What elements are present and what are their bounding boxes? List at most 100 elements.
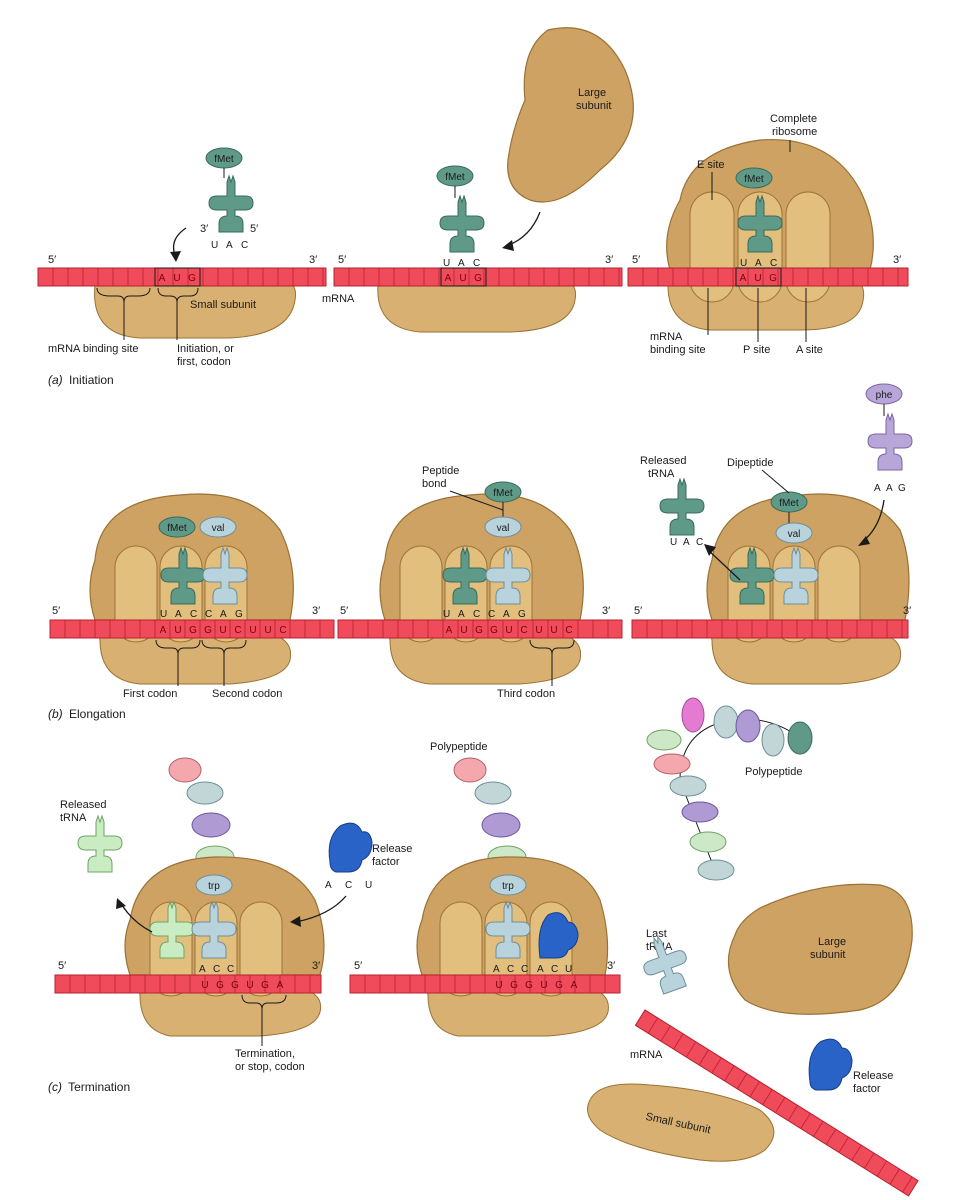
last-trna [634, 929, 697, 999]
five-prime-3: 5′ [632, 254, 640, 266]
anticodon2-base-2: A [458, 258, 465, 269]
svg-text:U: U [495, 980, 502, 991]
polypeptide-c2-aa-2 [474, 781, 512, 805]
mrna-binding-site-label: mRNA binding site [48, 343, 139, 355]
val-label-b1: val [212, 523, 225, 534]
polypeptide-label-free: Polypeptide [745, 766, 803, 778]
mrna-strand-1 [37, 267, 327, 287]
released-trna-label-b-2: tRNA [648, 468, 675, 480]
svg-text:C: C [565, 625, 572, 636]
mrna-strand-3 [627, 267, 909, 287]
codon2-base-1: A [445, 273, 452, 284]
codon-box-3 [735, 267, 782, 287]
small-subunit-released [587, 1083, 775, 1162]
svg-text:G: G [261, 980, 269, 991]
svg-text:C: C [520, 625, 527, 636]
b1-codons: A U G G U C U U C [160, 625, 287, 636]
second-codon-label: Second codon [212, 688, 282, 700]
svg-text:G: G [231, 980, 239, 991]
mrna-diagonal [634, 1009, 919, 1197]
svg-text:U: U [174, 625, 181, 636]
b2-anti-4: C [488, 609, 495, 620]
anticodon2-base-1: U [443, 258, 450, 269]
mrna-segment-divider [902, 1176, 913, 1193]
c2-anti-4: A [537, 964, 544, 975]
caption-a: (a) Initiation [48, 373, 114, 387]
c1-anti-3: C [227, 964, 234, 975]
mrna-segment-divider [838, 1136, 849, 1153]
three-prime-b2: 3′ [602, 605, 610, 617]
last-trna-label-1: Last [646, 928, 667, 940]
b1-anti-3: C [190, 609, 197, 620]
anticodon3-base-2: A [755, 258, 762, 269]
caption-c: (c) Termination [48, 1080, 130, 1094]
polypeptide-c1-aa-1 [168, 757, 202, 783]
fmet-ball-3 [735, 167, 773, 189]
large-subunit-released-label-2: subunit [810, 949, 845, 961]
svg-text:G: G [490, 625, 498, 636]
mrna-segment-divider [749, 1081, 760, 1098]
release-factor-bound [538, 912, 579, 959]
trna-three-prime: 3′ [200, 223, 208, 235]
val-ball-b2 [484, 516, 522, 538]
fmet-ball-b1 [158, 516, 196, 538]
trp-ball-c1-front [195, 874, 233, 896]
mrna-segment-divider [711, 1057, 722, 1074]
initiation-codon-label-2: first, codon [177, 356, 231, 368]
svg-text:G: G [475, 625, 483, 636]
five-prime-b1: 5′ [52, 605, 60, 617]
three-prime-2: 3′ [605, 254, 613, 266]
phe-anti-3: G [898, 483, 906, 494]
mrna-segment-divider [787, 1105, 798, 1121]
three-prime-c2: 3′ [607, 960, 615, 972]
mrna-binding-site-2-line2: binding site [650, 344, 706, 356]
fmet-label-b3: fMet [779, 498, 799, 509]
complete-ribosome-label-1: Complete [770, 113, 817, 125]
mrna-strand-c1 [54, 974, 322, 994]
free-polypeptide [646, 697, 813, 881]
mrna-segment-divider [864, 1152, 875, 1169]
large-subunit-released-label-1: Large [818, 936, 846, 948]
svg-text:G: G [525, 980, 533, 991]
codon3-base-2: U [754, 273, 761, 284]
first-codon-label: First codon [123, 688, 177, 700]
five-prime-1: 5′ [48, 254, 56, 266]
val-ball-b3 [775, 522, 813, 544]
b2-anti-5: A [503, 609, 510, 620]
mrna-binding-site-2-line1: mRNA [650, 331, 683, 343]
polypeptide-c1-aa-2 [186, 781, 224, 805]
phe-anti-1: A [874, 483, 881, 494]
peptide-bond-label-1: Peptide [422, 465, 459, 477]
release-factor-released-label-1: Release [853, 1070, 893, 1082]
anticodon3-base-3: C [770, 258, 777, 269]
svg-text:U: U [219, 625, 226, 636]
mrna-segment-divider [813, 1121, 824, 1137]
c2-anti-5: C [551, 964, 558, 975]
svg-text:U: U [246, 980, 253, 991]
codon3-base-3: G [769, 273, 777, 284]
svg-text:U: U [505, 625, 512, 636]
b1-anti-6: G [235, 609, 243, 620]
svg-text:G: G [510, 980, 518, 991]
fmet-label-2: fMet [445, 172, 465, 183]
released-anti-1: U [670, 537, 677, 548]
three-prime-b1: 3′ [312, 605, 320, 617]
large-subunit-released [727, 883, 913, 1015]
val-label-b2: val [497, 523, 510, 534]
c1-anti-2: C [213, 964, 220, 975]
b2-anti-2: A [458, 609, 465, 620]
c2-anti-2: C [507, 964, 514, 975]
codon-base-3: G [188, 273, 196, 284]
svg-text:U: U [550, 625, 557, 636]
codon2-base-2: U [459, 273, 466, 284]
released-trna-b [659, 478, 705, 536]
mrna-label-released: mRNA [630, 1049, 663, 1061]
small-subunit-label: Small subunit [190, 299, 256, 311]
mrna-segment-divider [686, 1041, 697, 1058]
three-prime-c1: 3′ [312, 960, 320, 972]
mrna-segment-divider [825, 1129, 837, 1145]
codon-box-2 [440, 267, 487, 287]
svg-text:C: C [234, 625, 241, 636]
svg-text:G: G [216, 980, 224, 991]
